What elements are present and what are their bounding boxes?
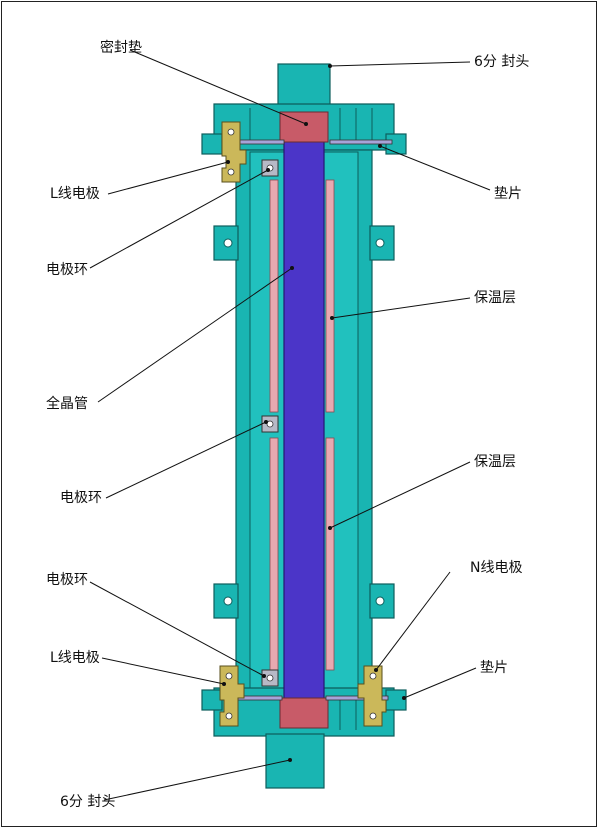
bottom-flange-ear-right [385, 689, 407, 711]
label-seal-gasket: 密封垫 [100, 40, 142, 56]
label-plug-top: 6分 封头 [474, 54, 530, 70]
bottom-pipe [265, 733, 325, 789]
label-electrode-ring-2: 电极环 [60, 490, 102, 506]
mount-hole-lower-left [223, 596, 233, 606]
seal-gasket-top [279, 111, 329, 143]
insulation-right-lower [325, 437, 335, 671]
leader-arrows [222, 64, 406, 762]
electrode-L-top [221, 121, 247, 183]
seal-gasket-bottom [279, 697, 329, 729]
label-electrode-L-bottom: L线电极 [50, 650, 100, 666]
label-crystal-tube: 全晶管 [46, 396, 88, 412]
washer-bottom [325, 695, 389, 701]
label-insulation-1: 保温层 [474, 290, 516, 306]
label-washer-top: 垫片 [494, 186, 522, 202]
label-insulation-2: 保温层 [474, 454, 516, 470]
flange-ribs [249, 108, 373, 730]
top-flange-ear-left [201, 133, 223, 155]
bottom-flange-ear-left [201, 689, 223, 711]
mount-hole-upper-left [223, 238, 233, 248]
mount-hole-lower-right [375, 596, 385, 606]
electrode-N-bottom [357, 665, 387, 727]
label-electrode-N: N线电极 [470, 560, 523, 576]
label-electrode-ring-3: 电极环 [46, 572, 88, 588]
label-electrode-ring-1: 电极环 [46, 262, 88, 278]
crystal-tube [283, 137, 325, 705]
washer-top [329, 139, 393, 145]
mount-hole-upper-right [375, 238, 385, 248]
leader-lines [89, 49, 491, 801]
insulation-left-upper [269, 179, 279, 413]
electrode-L-bottom [219, 665, 245, 727]
label-electrode-L-top: L线电极 [50, 186, 100, 202]
insulation-left-lower [269, 437, 279, 671]
label-plug-bottom: 6分 封头 [60, 794, 116, 810]
insulation-right-upper [325, 179, 335, 413]
label-washer-bottom: 垫片 [480, 660, 508, 676]
